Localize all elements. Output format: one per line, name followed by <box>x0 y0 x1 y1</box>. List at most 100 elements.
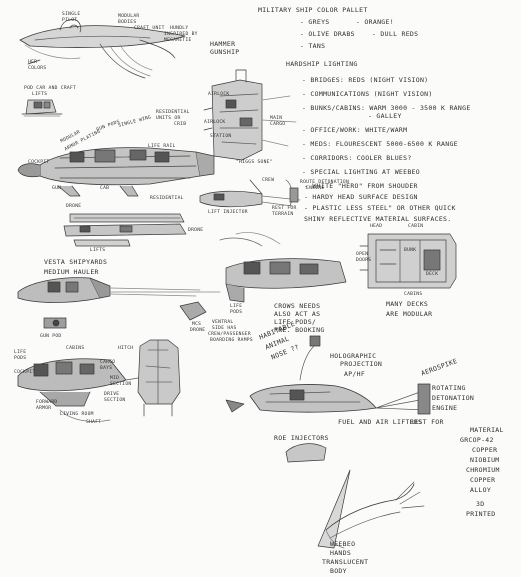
freighter-label: SHAFT <box>86 420 102 425</box>
variant-label: CAB <box>100 186 110 191</box>
creature-ship-label: FUEL AND AIR LIFTERS <box>338 418 423 426</box>
weebeo-label: TRANSLUCENT <box>322 558 369 566</box>
variant-label: DRONE <box>66 204 82 209</box>
crew-label: PRE. BOOKING <box>274 326 325 334</box>
hero-note-line: - HARDY HEAD SURFACE DESIGN <box>304 193 418 201</box>
cabin-label: OPEN <box>356 252 369 257</box>
small-vehicle-label: POD CAR AND CRAFT <box>24 86 77 91</box>
hero-note-line: - WHITE "HERO" FROM SHOUDER <box>304 182 418 190</box>
heavy-hauler-sketch <box>17 147 215 197</box>
creature-ship-label: HOLOGRAPHIC <box>330 352 377 360</box>
lighting-item: - GALLEY <box>368 112 402 120</box>
cabin-label: DECK <box>426 272 439 277</box>
palette-item: - OLIVE DRABS <box>300 30 355 38</box>
cabin-label: CABINS <box>404 292 423 297</box>
weebeo-label: HANDS <box>330 549 352 557</box>
crew-label: LIFE PODS/ <box>274 318 317 326</box>
creature-ship-label: ROTATING <box>432 384 466 392</box>
hero-note-line: SHINY REFLECTIVE MATERIAL SURFACES. <box>304 215 452 223</box>
hammer-ship-label: LIFE RAIL <box>148 144 176 149</box>
material-label: ALLOY <box>470 486 492 494</box>
material-label: GRCOP-42 <box>460 436 494 444</box>
hero-note-line: - PLASTIC LESS STEEL" OR OTHER QUICK <box>304 204 456 212</box>
weebeo-label: BODY <box>330 567 347 575</box>
sketch-label: CRAFT UNIT <box>134 26 165 31</box>
medium-hauler-label: MCS <box>192 322 202 327</box>
right-small-label: REST FOR <box>272 206 297 211</box>
freighter-label: BAYS <box>100 366 113 371</box>
hammer-ship-label: AIRLOCK <box>208 92 230 97</box>
cabin-label: ARE MODULAR <box>386 310 433 318</box>
sketch-label: HUNDLY <box>170 26 189 31</box>
creature-ship-label: REST FOR <box>410 418 444 426</box>
lighting-item: - COMMUNICATIONS (NIGHT VISION) <box>302 90 433 98</box>
module-variants-sketch <box>63 213 187 247</box>
freighter-label: MID <box>110 376 120 381</box>
variant-label: RESIDENTIAL <box>150 196 184 201</box>
sketch-label: INSPIRED BY <box>164 32 198 37</box>
material-label: PRINTED <box>466 510 496 518</box>
sketch-label: HER <box>28 60 38 65</box>
freighter-label: SECTION <box>110 382 132 387</box>
freighter-label: ARMOR <box>36 406 52 411</box>
hammer-ship-label: STATION <box>210 134 232 139</box>
hammer-ship-label: CARGO <box>270 122 286 127</box>
crew-label: SIDE HAS <box>212 326 237 331</box>
hammer-label: HAMMER <box>210 40 236 48</box>
hammer-ship-label: AIRLOCK <box>204 120 226 125</box>
material-label: NIOBIUM <box>470 456 500 464</box>
creature-ship-label: DETONATION <box>432 394 475 402</box>
variant-label: LIFTS <box>90 248 106 253</box>
hammer-ship-label: CRIB <box>174 122 187 127</box>
medium-hauler-label: MEDIUM HAULER <box>44 268 99 276</box>
freighter-label: PODS <box>14 356 27 361</box>
crew-pod-ship-sketch <box>219 232 347 303</box>
freighter-label: LIFE <box>14 350 27 355</box>
sketch-label: MODULAR <box>118 14 140 19</box>
sketch-label: MEGAMETIE <box>164 38 192 43</box>
palette-item: - DULL REDS <box>372 30 419 38</box>
cabin-label: BUNK <box>404 248 417 253</box>
cabin-label: CABIN <box>408 224 424 229</box>
creature-ship-label: PROJECTION <box>340 360 383 368</box>
small-vehicle-label: LIFTS <box>32 92 48 97</box>
creature-ship-sketch <box>225 335 431 463</box>
cabin-plan-sketch <box>359 233 457 289</box>
material-label: 3D <box>476 500 485 508</box>
palette-item: - GREYS <box>300 18 330 26</box>
palette-item: - TANS <box>300 42 326 50</box>
hammer-ship-label: RESIDENTIAL <box>156 110 190 115</box>
jacket-figure-sketch <box>137 339 181 417</box>
right-small-label: ROUTE DETONATION <box>300 180 350 185</box>
sketch-label: COLORS <box>28 66 47 71</box>
lighting-item: - BRIDGES: REDS (NIGHT VISION) <box>302 76 429 84</box>
lighting-item: - BUNKS/CABINS: WARM 3000 - 3500 K RANGE <box>302 104 471 112</box>
creature-ship-label: ENGINE <box>432 404 458 412</box>
crew-label: LIFE <box>230 304 243 309</box>
crew-label: CREW/PASSENGER <box>208 332 251 337</box>
hammer-ship-label: COCKPIT <box>28 160 50 165</box>
lighting-item: - OFFICE/WORK: WHITE/WARM <box>302 126 408 134</box>
right-small-label: CREW <box>262 178 275 183</box>
lighting-item: - SPECIAL LIGHTING AT WEEBEO <box>302 168 420 176</box>
weebeo-label: WEEBEO <box>330 540 356 548</box>
weebeo-sketch <box>317 469 425 549</box>
pod-car-sketch <box>21 99 63 117</box>
variant-label: GUN <box>52 186 62 191</box>
crew-label: VENTRAL <box>212 320 234 325</box>
cabin-label: HEAD <box>370 224 383 229</box>
hammer-ship-label: UNITS OR <box>156 116 181 121</box>
freighter-label: COCKPIT <box>14 370 36 375</box>
lighting-item: - MEDS: FLOURESCENT 5000-6500 K RANGE <box>302 140 458 148</box>
color-palette-title: MILITARY SHIP COLOR PALLET <box>258 6 368 14</box>
freighter-label: CARGO <box>100 360 116 365</box>
cabin-label: DOORS <box>356 258 372 263</box>
hammer-gunship-sketch <box>203 69 297 161</box>
right-small-label: ENGINE <box>306 186 325 191</box>
modular-freighter-sketch <box>17 358 151 422</box>
palette-item: - ORANGE! <box>356 18 394 26</box>
sketch-label: PILOT <box>62 18 78 23</box>
right-small-label: TERRAIN <box>272 212 294 217</box>
freighter-label: DRIVE <box>104 392 120 397</box>
